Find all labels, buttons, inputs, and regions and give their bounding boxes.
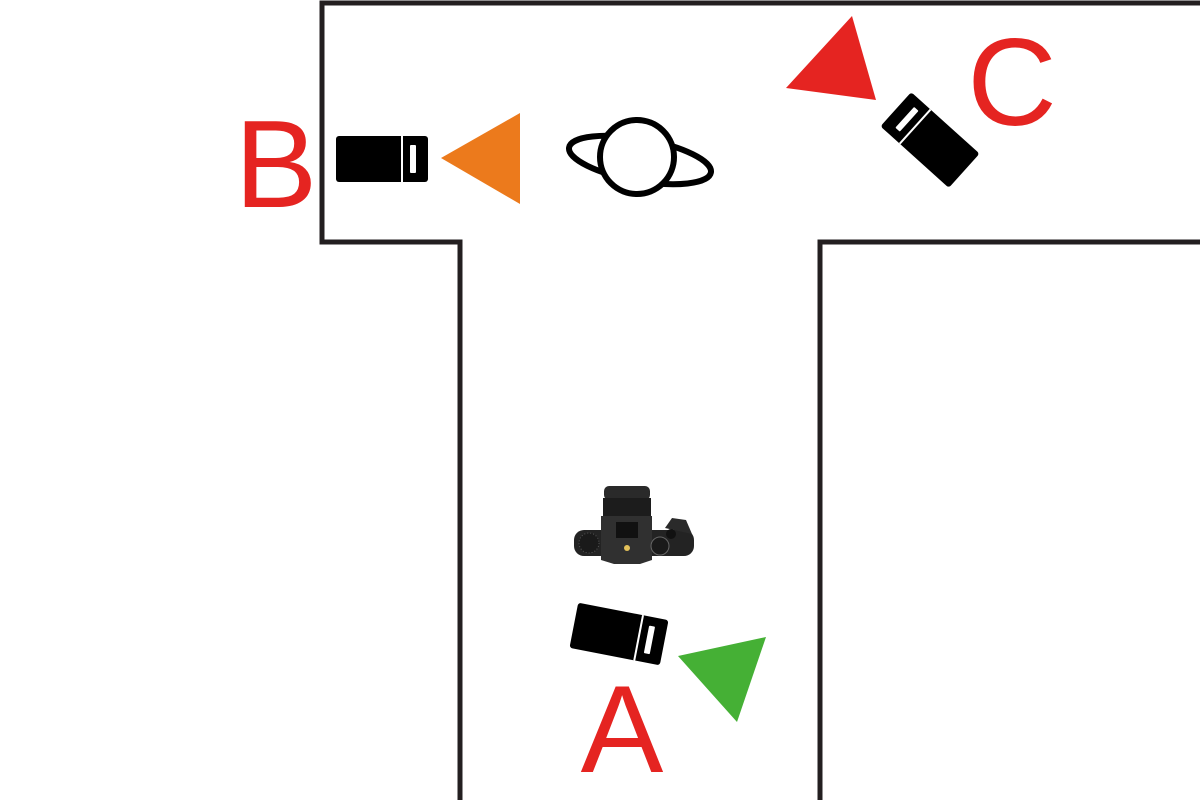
light-a-triangle-icon <box>678 637 766 722</box>
camera-icon <box>574 486 694 564</box>
t-corridor-walls <box>319 0 1200 800</box>
flash-a-icon <box>568 601 670 667</box>
label-c: C <box>967 14 1057 152</box>
flash-c-icon <box>879 91 981 189</box>
planet-icon <box>566 117 714 197</box>
light-b-triangle-icon <box>441 113 520 204</box>
label-b: B <box>235 96 318 234</box>
light-c-triangle-icon <box>786 16 876 100</box>
flash-b-icon <box>335 135 429 183</box>
label-a: A <box>581 661 664 799</box>
